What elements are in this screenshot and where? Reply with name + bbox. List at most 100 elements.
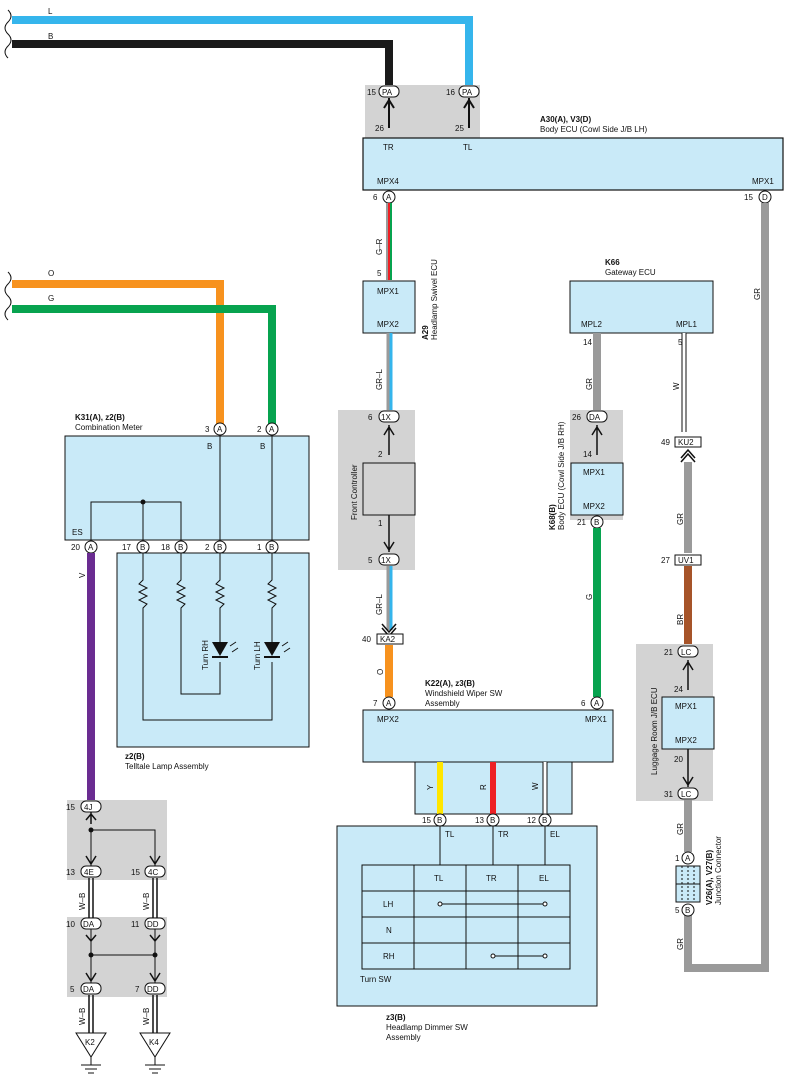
svg-text:W–B: W–B [142,893,151,910]
svg-text:B: B [685,906,690,915]
wire-label-L: L [48,7,53,16]
led-lh-icon [264,642,280,656]
svg-text:20: 20 [71,543,80,552]
svg-text:MPX2: MPX2 [377,320,399,329]
wire-label-g-68: G [585,594,594,600]
pa-connector: PA PA 15 16 26 25 [367,85,480,133]
svg-text:21: 21 [577,518,586,527]
svg-text:TR: TR [383,143,394,152]
svg-text:15: 15 [744,193,753,202]
svg-text:MPX1: MPX1 [752,177,774,186]
svg-text:Body ECU (Cowl Side J/B RH): Body ECU (Cowl Side J/B RH) [557,421,566,530]
svg-text:Headlamp Swivel ECU: Headlamp Swivel ECU [430,259,439,340]
junction-connector: A 1 B 5 V26(A), V27(B) Junction Connecto… [675,836,723,917]
svg-text:15: 15 [367,88,376,97]
svg-text:Junction Connector: Junction Connector [714,836,723,905]
svg-text:6: 6 [581,699,586,708]
svg-text:UV1: UV1 [678,556,694,565]
headlamp-dimmer-sw: B 15 B 13 B 12 TL TR EL TL TR EL LH N RH… [336,813,598,1042]
svg-text:A: A [217,425,223,434]
svg-text:B: B [269,543,274,552]
svg-text:TR: TR [486,874,497,883]
svg-text:3: 3 [205,425,210,434]
break-mark-1 [4,9,12,59]
svg-text:25: 25 [455,124,464,133]
svg-text:TL: TL [463,143,473,152]
combination-meter: K31(A), z2(B) Combination Meter A 3 A 2 … [64,413,310,541]
svg-text:DD: DD [147,985,159,994]
svg-text:Telltale Lamp Assembly: Telltale Lamp Assembly [125,762,209,771]
svg-text:B: B [594,518,599,527]
svg-text:B: B [178,543,183,552]
wire-label-gr-14: GR [585,378,594,390]
svg-text:z3(B): z3(B) [386,1013,406,1022]
wire-label-gr-bottom: GR [676,938,685,950]
svg-text:B: B [542,816,547,825]
svg-text:24: 24 [674,685,683,694]
wire-label-B: B [48,32,53,41]
wire-label-G: G [48,294,54,303]
svg-text:1: 1 [378,519,383,528]
svg-text:LC: LC [681,648,691,657]
svg-text:TL: TL [434,874,444,883]
svg-text:Luggage Room J/B ECU: Luggage Room J/B ECU [650,687,659,775]
front-controller: 1X 6 2 Front Controller 1 1X 5 [350,410,416,566]
ground-k4-icon [139,1032,171,1058]
svg-text:R: R [479,784,488,790]
svg-text:EL: EL [539,874,549,883]
svg-text:4C: 4C [148,868,158,877]
svg-text:10: 10 [66,920,75,929]
svg-text:14: 14 [583,338,592,347]
svg-text:21: 21 [664,648,673,657]
svg-text:RH: RH [383,952,395,961]
svg-text:W: W [531,782,540,790]
svg-text:D: D [762,193,768,202]
wire-swivel-bundle [386,203,392,280]
svg-text:N: N [386,926,392,935]
svg-text:15: 15 [131,868,140,877]
headlamp-swivel-ecu: 5 MPX1 MPX2 A29 Headlamp Swivel ECU [362,259,439,340]
svg-text:W–B: W–B [142,1008,151,1025]
svg-text:DA: DA [83,920,95,929]
wire-grl-1 [386,333,393,410]
luggage-jb-ecu: LC 21 24 MPX1 MPX2 Luggage Room J/B ECU … [650,645,715,800]
wire-L [12,16,473,85]
telltale-lamp-assembly: Turn RH Turn LH z2(B) Telltale Lamp Asse… [116,552,310,771]
svg-text:KA2: KA2 [380,635,396,644]
svg-text:DA: DA [589,413,601,422]
svg-text:A: A [594,699,600,708]
uv1-connector: UV1 27 [661,554,702,566]
svg-text:K68(B): K68(B) [548,504,557,530]
svg-text:1: 1 [675,854,680,863]
wire-O [12,280,224,425]
svg-text:18: 18 [161,543,170,552]
wire-label-gr-ku: GR [676,513,685,525]
svg-text:MPX1: MPX1 [675,702,697,711]
ground-k2-icon [75,1032,107,1058]
svg-text:A: A [88,543,94,552]
svg-text:B: B [260,442,265,451]
svg-text:Assembly: Assembly [425,699,460,708]
svg-text:Headlamp Dimmer SW: Headlamp Dimmer SW [386,1023,468,1032]
svg-text:14: 14 [583,450,592,459]
svg-text:MPX4: MPX4 [377,177,399,186]
svg-text:V26(A), V27(B): V26(A), V27(B) [705,850,714,905]
wire-GR-right [684,203,769,972]
svg-text:2: 2 [378,450,383,459]
svg-text:DA: DA [83,985,95,994]
svg-text:B: B [140,543,145,552]
wire-label-gr-lc: GR [676,823,685,835]
break-mark-2 [4,271,12,321]
svg-text:B: B [437,816,442,825]
svg-text:W–B: W–B [78,893,87,910]
svg-text:MPX2: MPX2 [583,502,605,511]
svg-text:TL: TL [445,830,455,839]
svg-text:1X: 1X [381,413,391,422]
wire-G [12,305,276,425]
svg-text:MPX1: MPX1 [585,715,607,724]
svg-text:7: 7 [135,985,140,994]
svg-text:Turn SW: Turn SW [360,975,392,984]
svg-text:2: 2 [257,425,262,434]
wire-label-v: V [78,572,87,578]
